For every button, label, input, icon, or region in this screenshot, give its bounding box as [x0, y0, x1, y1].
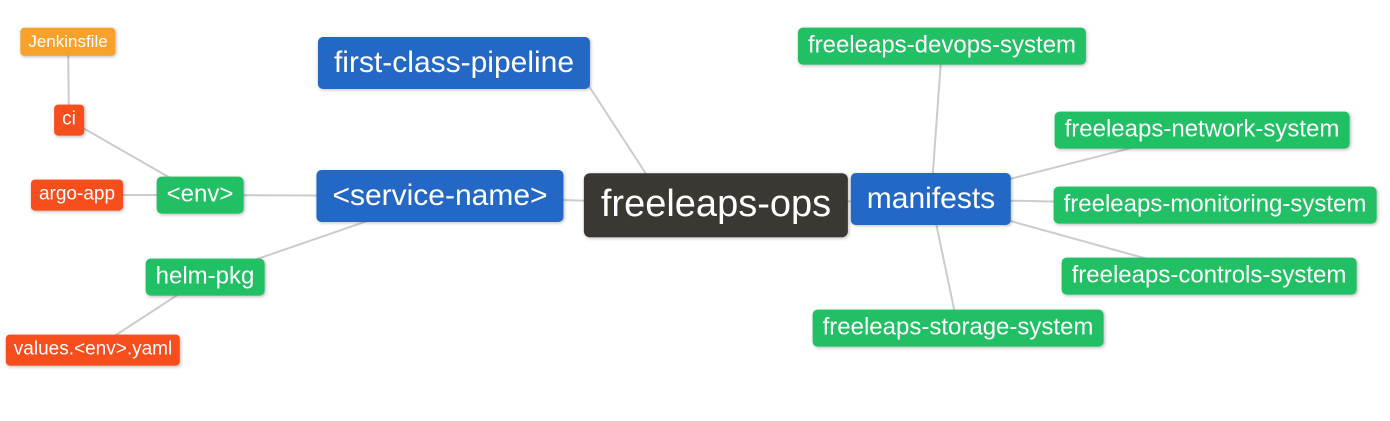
node-ci[interactable]: ci: [54, 104, 84, 136]
node-freeleaps-storage-system[interactable]: freeleaps-storage-system: [812, 309, 1104, 347]
node-freeleaps-monitoring-system[interactable]: freeleaps-monitoring-system: [1053, 186, 1377, 224]
node-manifests[interactable]: manifests: [850, 173, 1012, 225]
node-freeleaps-network-system[interactable]: freeleaps-network-system: [1054, 111, 1350, 149]
node-freeleaps-ops[interactable]: freeleaps-ops: [583, 173, 849, 237]
node-helm-pkg[interactable]: helm-pkg: [145, 258, 265, 296]
node-first-class-pipeline[interactable]: first-class-pipeline: [317, 37, 591, 89]
edge-first-class-pipeline--freeleaps-ops: [584, 79, 651, 181]
node-jenkinsfile[interactable]: Jenkinsfile: [20, 27, 116, 57]
node-freeleaps-devops-system[interactable]: freeleaps-devops-system: [797, 27, 1087, 65]
node-argo-app[interactable]: argo-app: [30, 179, 124, 211]
node-values-env-yaml[interactable]: values.<env>.yaml: [5, 334, 181, 366]
node-env[interactable]: <env>: [156, 176, 244, 214]
node-service-name[interactable]: <service-name>: [316, 170, 564, 222]
node-freeleaps-controls-system[interactable]: freeleaps-controls-system: [1061, 257, 1357, 295]
